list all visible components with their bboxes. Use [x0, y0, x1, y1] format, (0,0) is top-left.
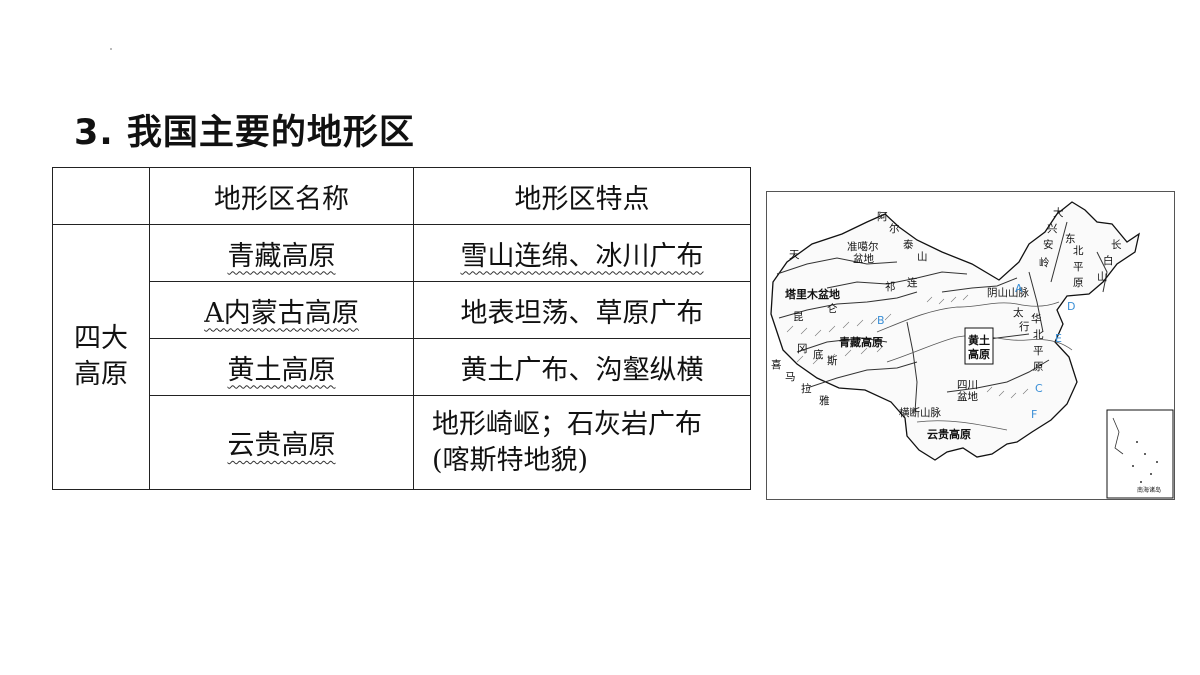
map-label: 云贵高原: [927, 427, 971, 441]
name-cell: A内蒙古高原: [149, 281, 414, 339]
map-label: 东: [1065, 232, 1076, 245]
group-label: 四大高原: [74, 323, 128, 390]
feature-cell: 地形崎岖；石灰岩广布(喀斯特地貌): [413, 395, 751, 490]
region-feature: 地表坦荡、草原广布: [460, 297, 704, 329]
map-label: 原: [1033, 361, 1044, 373]
table-row: 黄土高原 黄土广布、沟壑纵横: [53, 338, 751, 396]
map-label: 平: [1073, 261, 1084, 273]
map-label: 尔: [889, 222, 900, 235]
map-label: 横断山脉: [899, 406, 941, 419]
map-label: 北: [1073, 245, 1084, 257]
map-label: 长: [1111, 239, 1122, 251]
map-label: 冈: [797, 343, 808, 355]
region-feature: 黄土广布、沟壑纵横: [460, 354, 704, 386]
map-label: 安: [1043, 238, 1054, 251]
table-row: 云贵高原 地形崎岖；石灰岩广布(喀斯特地貌): [53, 395, 751, 490]
region-feature: 地形崎岖；石灰岩广布(喀斯特地貌): [432, 408, 702, 476]
map-label: 阿: [877, 211, 888, 223]
map-label: 喜: [771, 358, 782, 371]
group-label-cell: 四大高原: [52, 224, 150, 490]
map-label: 盆地: [853, 252, 874, 265]
map-label: 岭: [1039, 256, 1050, 269]
map-label: 连: [907, 276, 918, 289]
region-name: A内蒙古高原: [204, 297, 359, 329]
map-label: 高原: [968, 347, 990, 361]
map-label: 塔里木盆地: [785, 287, 840, 301]
feature-cell: 黄土广布、沟壑纵横: [413, 338, 751, 396]
map-label: 四川: [957, 379, 978, 391]
map-label: 拉: [801, 382, 812, 395]
map-label: 太: [1013, 306, 1024, 319]
map-marker: C: [1035, 382, 1043, 395]
header-cell-name: 地形区名称: [149, 167, 414, 225]
map-label: 大: [1053, 206, 1064, 219]
table-row: A内蒙古高原 地表坦荡、草原广布: [53, 281, 751, 339]
relief-shading: [786, 294, 1029, 399]
map-label: 盆地: [957, 390, 978, 403]
china-terrain-map: 天 准噶尔 盆地 阿 尔 泰 山 塔里木盆地 昆 仑 祁 连 青藏高原 冈 底 …: [766, 191, 1175, 500]
inset-label: 南海诸岛: [1137, 486, 1161, 494]
map-marker: D: [1067, 300, 1075, 313]
map-marker: B: [877, 314, 885, 327]
map-label: 雅: [819, 394, 830, 407]
stray-dot: [110, 48, 112, 50]
inset-islands: [1132, 441, 1158, 483]
map-label: 北: [1033, 329, 1044, 341]
feature-cell: 雪山连绵、冰川广布: [413, 224, 751, 282]
map-label: 原: [1073, 277, 1084, 289]
name-cell: 青藏高原: [149, 224, 414, 282]
map-label: 底: [813, 348, 824, 361]
table-row: 四大高原 青藏高原 雪山连绵、冰川广布: [52, 224, 751, 490]
map-label: 山: [917, 251, 928, 263]
map-label: 祁: [885, 280, 896, 293]
inset-frame: [1106, 409, 1174, 499]
feature-cell: 地表坦荡、草原广布: [413, 281, 751, 339]
map-label: 马: [785, 371, 796, 383]
header-cell-empty: [52, 167, 150, 225]
map-label: 黄土: [968, 333, 990, 347]
map-label: 斯: [827, 354, 838, 367]
map-label: 兴: [1047, 223, 1058, 235]
map-label: 白: [1103, 254, 1114, 267]
map-label: 平: [1033, 345, 1044, 357]
page-title: 3. 我国主要的地形区: [74, 113, 415, 153]
map-label: 泰: [903, 238, 914, 251]
map-label: 昆: [793, 311, 804, 323]
header-cell-feature: 地形区特点: [413, 167, 751, 225]
map-marker: F: [1031, 408, 1037, 421]
map-label: 阴山山脉: [987, 286, 1029, 299]
map-outline: [770, 201, 1140, 461]
region-name: 黄土高原: [227, 354, 336, 386]
name-cell: 云贵高原: [149, 395, 414, 490]
terrain-table: 地形区名称 地形区特点 四大高原 青藏高原 雪山连绵、冰川广布 A内蒙古高原 地…: [52, 167, 751, 490]
inset-coast: [1112, 417, 1124, 455]
name-cell: 黄土高原: [149, 338, 414, 396]
map-marker: E: [1055, 332, 1062, 345]
map-label: 华: [1031, 312, 1042, 325]
map-svg: 天 准噶尔 盆地 阿 尔 泰 山 塔里木盆地 昆 仑 祁 连 青藏高原 冈 底 …: [770, 201, 1174, 499]
map-label: 天: [789, 249, 800, 261]
region-name: 云贵高原: [227, 430, 336, 461]
map-label: 青藏高原: [839, 335, 883, 349]
map-label: 行: [1019, 320, 1030, 333]
map-label: 准噶尔: [847, 240, 879, 253]
map-marker: A: [1015, 282, 1023, 295]
region-feature: 雪山连绵、冰川广布: [460, 240, 704, 272]
map-label: 仑: [827, 302, 838, 315]
map-label: 山: [1097, 271, 1108, 283]
loess-box: [964, 327, 994, 365]
region-name: 青藏高原: [227, 240, 336, 272]
table-header-row: 地形区名称 地形区特点: [52, 167, 751, 225]
